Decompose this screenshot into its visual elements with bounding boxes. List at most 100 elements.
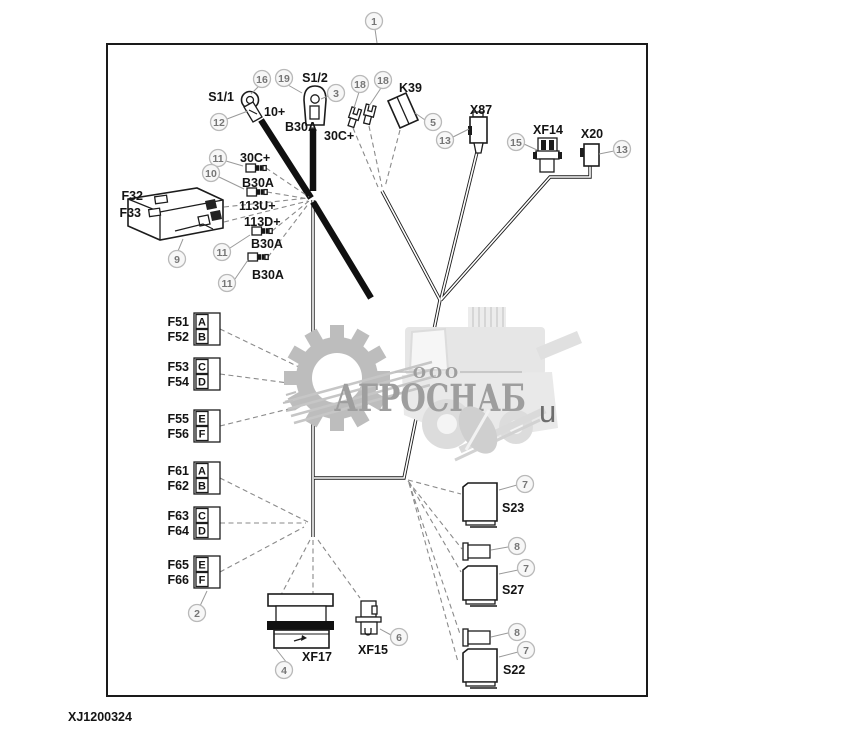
svg-text:11: 11 [212, 153, 223, 165]
component-connector-8a [462, 542, 491, 561]
svg-text:5: 5 [430, 117, 436, 129]
label-b30a-fuse1: B30A [242, 176, 274, 190]
callout-7-s23: 7 [498, 474, 535, 494]
diagram-frame [106, 43, 648, 697]
fuse-slot-c2: C [198, 511, 206, 523]
component-xf15: XF15 [355, 600, 388, 657]
callout-2: 2 [187, 590, 208, 623]
svg-text:7: 7 [522, 479, 528, 491]
svg-text:9: 9 [174, 254, 180, 266]
component-x87: X87 [468, 103, 492, 154]
fuse-link-column: 30C+ B30A 113U+ 113D+ B30A B30A [239, 151, 284, 282]
battery-cables [258, 118, 374, 300]
svg-text:11: 11 [221, 278, 232, 290]
label-b30a-fuse3: B30A [252, 268, 284, 282]
component-x20: X20 [580, 127, 603, 167]
label-xf17: XF17 [302, 650, 332, 664]
fuse-slot-a1: A [198, 317, 206, 329]
fuse-slot-a2: A [198, 466, 206, 478]
callout-12: 12 [209, 110, 249, 132]
watermark-leaf [458, 406, 498, 454]
label-s23: S23 [502, 501, 524, 515]
svg-text:7: 7 [523, 563, 529, 575]
callout-15: 15 [506, 132, 538, 152]
svg-text:16: 16 [256, 74, 268, 86]
svg-text:13: 13 [439, 135, 451, 147]
component-xf14: XF14 [533, 123, 563, 173]
label-f61: F61 [167, 464, 189, 478]
callout-3: 3 [320, 83, 346, 103]
label-113d: 113D+ [244, 215, 281, 229]
svg-text:4: 4 [281, 665, 287, 677]
label-f53: F53 [167, 360, 189, 374]
callout-19: 19 [274, 68, 303, 94]
callout-8-b: 8 [490, 622, 527, 642]
fuse-slot-e2: E [198, 560, 205, 572]
label-s1-2: S1/2 [302, 71, 328, 85]
fuse-box-f51-f52: F51 F52 A B [167, 312, 221, 346]
label-b30a-top: B30A [285, 120, 317, 134]
svg-text:8: 8 [514, 541, 520, 553]
fuse-box-f65-f66: F65 F66 E F [167, 555, 221, 589]
component-s1-2: S1/2 B30A 30C+ [285, 71, 354, 143]
fuse-box-f55-f56: F55 F56 E F [167, 409, 221, 443]
label-f32: F32 [121, 189, 143, 203]
callout-5: 5 [414, 112, 443, 132]
svg-text:7: 7 [523, 645, 529, 657]
label-k39: K39 [399, 81, 422, 95]
component-f32-f33-holder: F32 F33 [119, 187, 224, 241]
svg-text:1: 1 [371, 16, 377, 28]
fuse-slot-f1: F [199, 429, 206, 441]
component-fork-terminals [345, 103, 377, 129]
callout-18-a: 18 [350, 74, 370, 109]
watermark-ooo-text: ООО [413, 364, 461, 382]
component-s27: S27 [462, 565, 524, 607]
fuse-slot-c1: C [198, 362, 206, 374]
svg-text:6: 6 [396, 632, 402, 644]
label-s22: S22 [503, 663, 525, 677]
fuse-box-f63-f64: F63 F64 C D [167, 506, 221, 540]
label-s1-1: S1/1 [208, 90, 234, 104]
svg-text:10: 10 [205, 168, 217, 180]
watermark-company-text: АГРОСНАБ [334, 376, 526, 420]
label-x20: X20 [581, 127, 603, 141]
watermark: ООО АГРОСНАБ u [282, 307, 582, 462]
label-f55: F55 [167, 412, 189, 426]
label-30c-cable: 30C+ [324, 129, 354, 143]
watermark-u-mark: u [539, 394, 556, 429]
label-x87: X87 [470, 103, 492, 117]
label-s27: S27 [502, 583, 524, 597]
callout-9: 9 [167, 238, 187, 269]
callout-4: 4 [274, 648, 294, 680]
watermark-gear [282, 325, 437, 431]
label-30c-fuse: 30C+ [240, 151, 270, 165]
component-connector-8b [462, 628, 491, 647]
callout-8-a: 8 [490, 536, 527, 556]
label-b30a-fuse2: B30A [251, 237, 283, 251]
label-10plus: 10+ [264, 105, 285, 119]
label-f56: F56 [167, 427, 189, 441]
callout-13-x87: 13 [435, 128, 470, 150]
label-113u: 113U+ [239, 199, 276, 213]
fuse-slot-d2: D [198, 526, 206, 538]
callout-7-s27: 7 [498, 558, 536, 578]
callout-11-c: 11 [217, 259, 249, 293]
label-xf14: XF14 [533, 123, 563, 137]
svg-text:3: 3 [333, 88, 339, 100]
callout-11-b: 11 [212, 234, 251, 262]
label-f65: F65 [167, 558, 189, 572]
component-s1-1: S1/1 10+ [208, 90, 285, 123]
callout-10: 10 [201, 163, 245, 190]
callout-16: 16 [250, 69, 272, 95]
fuse-slot-e1: E [198, 414, 205, 426]
svg-text:12: 12 [213, 117, 225, 129]
label-f66: F66 [167, 573, 189, 587]
label-f51: F51 [167, 315, 189, 329]
label-f52: F52 [167, 330, 189, 344]
component-s23: S23 [462, 482, 524, 528]
component-xf17: XF17 [267, 593, 334, 664]
fuse-slot-f2: F [199, 575, 206, 587]
label-xf15: XF15 [358, 643, 388, 657]
label-f33: F33 [119, 206, 141, 220]
